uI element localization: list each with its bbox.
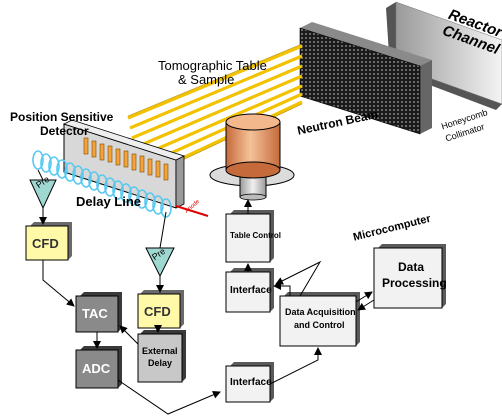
daq-label-line2: and Control [294, 320, 345, 330]
adc-box [75, 346, 122, 389]
data-processing-label-line2: Processing [382, 276, 447, 290]
external-delay-label-line2: Delay [148, 358, 173, 368]
daq-label-line1: Data Acquisition [285, 307, 356, 317]
cfd-right-box [137, 290, 184, 329]
interface-top-label: Interface [230, 285, 272, 296]
interface-bottom-label: Interface [230, 377, 272, 388]
detector-label-line2: Detector [40, 124, 89, 138]
delay-line-label: Delay Line [76, 194, 142, 209]
interface-bottom-box [225, 362, 274, 403]
honeycomb-collimator [299, 22, 432, 135]
delay-line-coil [32, 150, 172, 218]
external-delay-box [137, 330, 186, 383]
table-control-box [225, 210, 274, 263]
cfd-left-label: CFD [32, 236, 59, 251]
reactor-channel [386, 1, 502, 110]
tac-label: TAC [82, 306, 108, 321]
coil-to-preamp-left [37, 169, 44, 181]
external-delay-label-line1: External [142, 346, 178, 356]
tomographic-label-line1: Tomographic Table [158, 58, 267, 73]
coil-to-preamp-right [159, 211, 167, 249]
tomographic-label-line2: & Sample [178, 72, 235, 87]
signal-connectors [39, 199, 375, 415]
data-processing-box [373, 244, 446, 309]
cfd-left-box [25, 222, 72, 261]
position-sensitive-detector [62, 119, 209, 217]
adc-label: ADC [82, 361, 111, 376]
tac-box [75, 292, 122, 333]
daq-box [279, 292, 360, 347]
cfd-right-label: CFD [144, 304, 171, 319]
table-control-label: Table Control [230, 231, 281, 240]
tomographic-table [209, 113, 295, 201]
data-processing-label-line1: Data [398, 260, 425, 274]
detector-label-line1: Position Sensitive [10, 110, 114, 124]
